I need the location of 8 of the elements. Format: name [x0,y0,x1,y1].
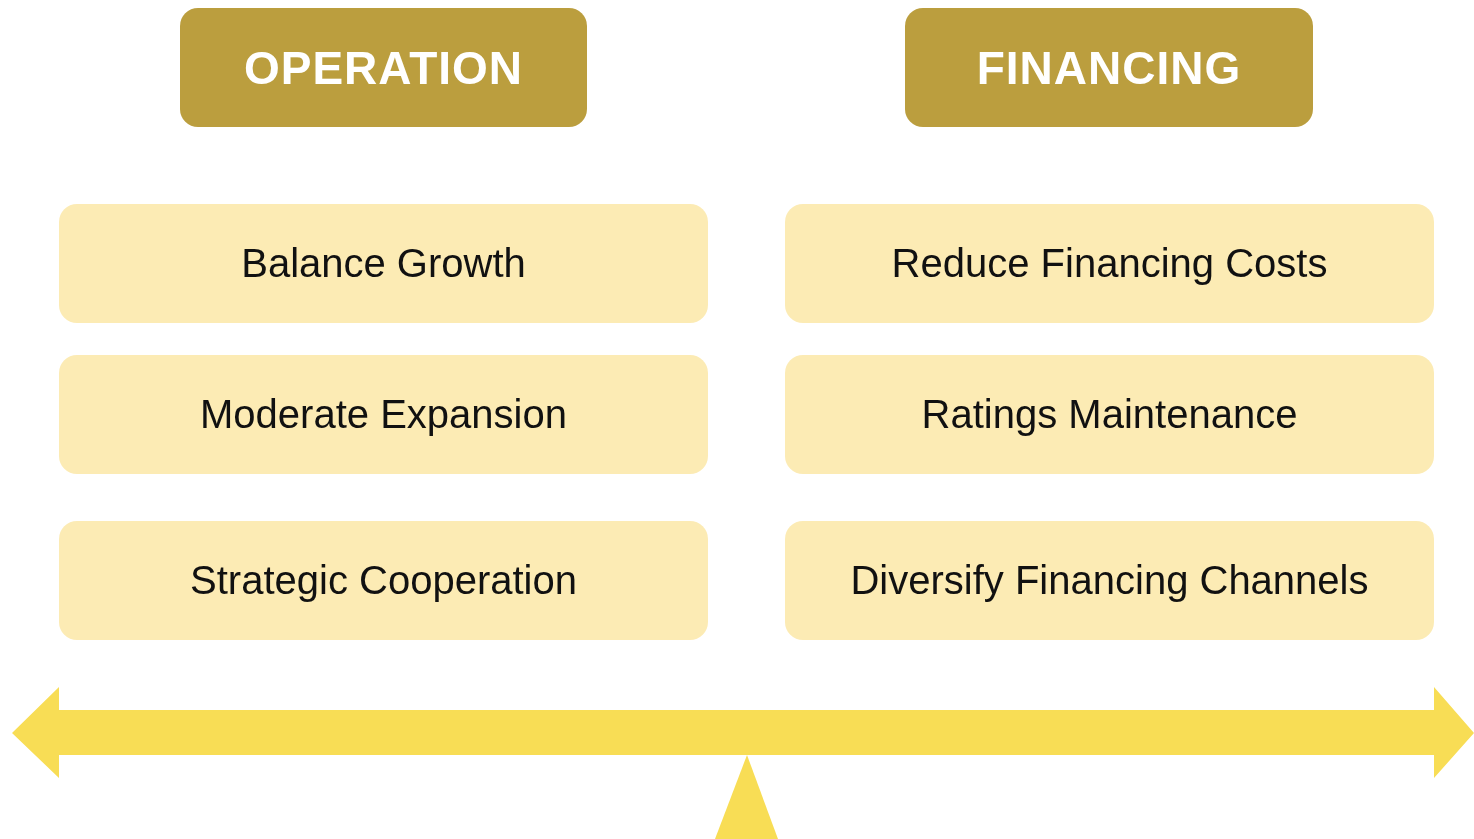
goal-card: Ratings Maintenance [785,355,1434,474]
goal-card: Balance Growth [59,204,708,323]
goal-card: Reduce Financing Costs [785,204,1434,323]
goal-card: Strategic Cooperation [59,521,708,640]
goal-card: Diversify Financing Channels [785,521,1434,640]
category-header: FINANCING [905,8,1313,127]
category-header: OPERATION [180,8,587,127]
goal-card: Moderate Expansion [59,355,708,474]
